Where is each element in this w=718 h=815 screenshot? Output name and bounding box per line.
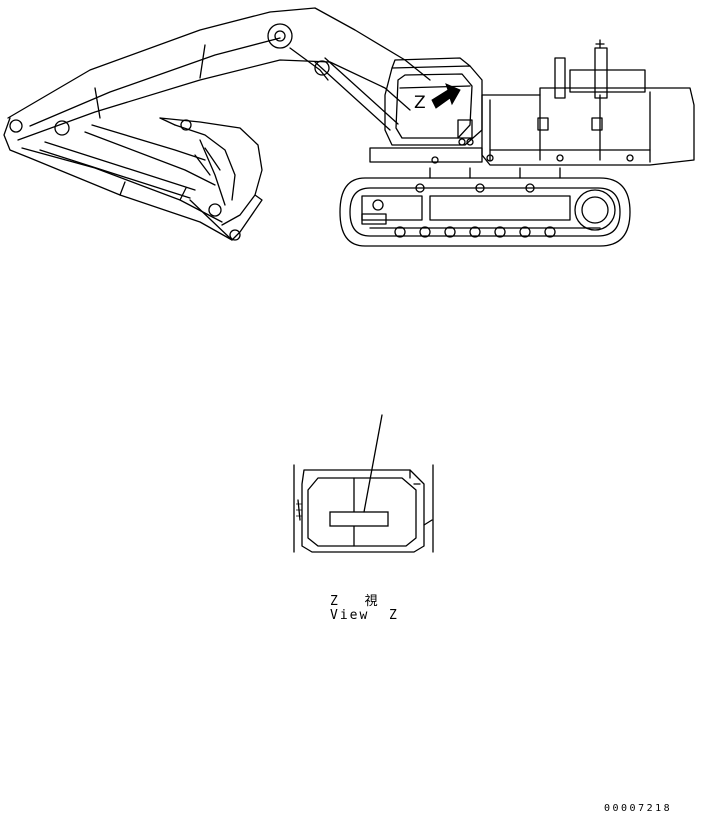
undercarriage	[339, 167, 631, 247]
view-label-english: View Z	[330, 608, 399, 623]
callout-letter: Z	[414, 93, 426, 113]
arm	[3, 117, 233, 241]
boom-cylinder	[314, 57, 399, 131]
engine-hood	[369, 39, 695, 166]
view-z-detail	[293, 464, 434, 553]
label-plate	[329, 511, 389, 527]
view-label-japanese: Z 視	[330, 594, 380, 609]
arm-cylinder	[39, 141, 196, 199]
boom	[7, 7, 431, 141]
view-direction-arrow	[431, 83, 461, 109]
bucket	[159, 117, 263, 241]
leader-line	[363, 414, 383, 513]
document-number: 00007218	[604, 803, 673, 814]
